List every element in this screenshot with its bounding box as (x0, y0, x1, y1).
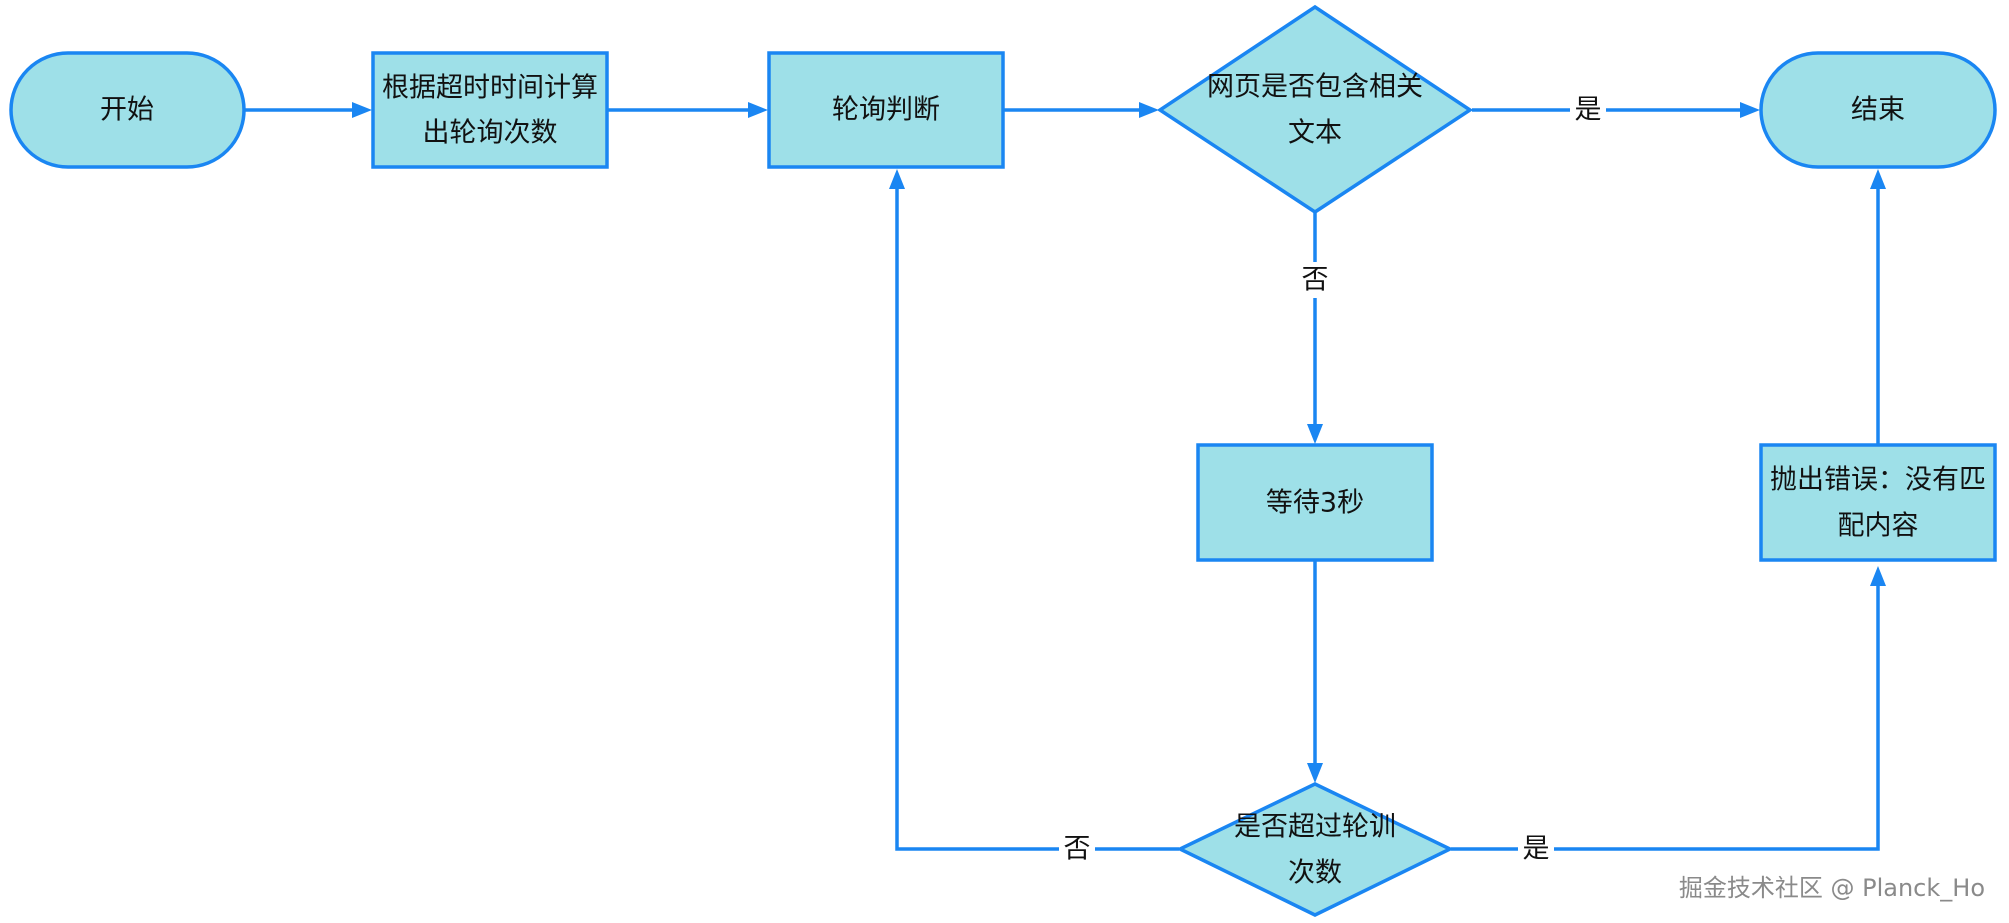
node-start-label: 开始 (100, 95, 154, 126)
label-bg-no-2 (1059, 831, 1095, 867)
label-bg-yes-2 (1518, 831, 1554, 867)
node-wait-label: 等待3秒 (1266, 488, 1364, 519)
arrowhead-check-text (1139, 102, 1159, 118)
node-wait-shape (1196, 443, 1434, 562)
arrowhead-poll (748, 102, 768, 118)
arrowhead-error (1870, 566, 1886, 586)
edge-check-count-to-poll (895, 186, 1179, 851)
arrowhead-poll-return (889, 169, 905, 189)
node-end-label: 结束 (1851, 95, 1905, 126)
node-start-shape (9, 51, 246, 169)
node-check-count-label-line2: 次数 (1288, 858, 1342, 889)
edge-label-check-count-no: 否 (1064, 834, 1091, 865)
node-wait: 等待3秒 (1196, 443, 1434, 562)
watermark: 掘金技术社区 @ Planck_Ho (1678, 874, 1985, 902)
edge-label-check-text-yes: 是 (1575, 95, 1602, 126)
arrowhead-calc (352, 102, 372, 118)
node-check-count: 是否超过轮训 次数 (1175, 782, 1455, 917)
node-error-label-line2: 配内容 (1838, 511, 1919, 542)
node-check-text-shape (1156, 4, 1474, 215)
node-check-text-label-line1: 网页是否包含相关 (1207, 72, 1423, 103)
edge-label-check-count-yes: 是 (1523, 834, 1550, 865)
node-poll-label: 轮询判断 (832, 95, 940, 126)
node-check-count-label-line1: 是否超过轮训 (1234, 812, 1396, 843)
node-check-text: 网页是否包含相关 文本 (1156, 4, 1474, 215)
node-error-shape (1759, 443, 1997, 562)
node-calc-label-line1: 根据超时时间计算 (382, 73, 598, 104)
arrowhead-wait (1307, 424, 1323, 444)
node-check-text-label-line2: 文本 (1288, 118, 1342, 149)
arrowhead-end (1740, 102, 1760, 118)
node-start: 开始 (9, 51, 246, 169)
node-poll: 轮询判断 (767, 51, 1005, 169)
node-calc: 根据超时时间计算 出轮询次数 (371, 51, 609, 169)
arrowhead-check-count (1307, 763, 1323, 783)
label-bg-no-1 (1297, 262, 1333, 298)
label-bg-yes-1 (1570, 92, 1606, 128)
node-end: 结束 (1759, 51, 1997, 169)
edge-label-check-text-no: 否 (1302, 265, 1329, 296)
arrowhead-end-from-error (1870, 169, 1886, 189)
node-calc-label-line2: 出轮询次数 (423, 118, 558, 149)
edge-check-count-to-error (1451, 584, 1880, 851)
node-error-label-line1: 抛出错误：没有匹 (1770, 465, 1986, 496)
node-end-shape (1759, 51, 1997, 169)
node-check-count-shape (1175, 782, 1455, 917)
node-error: 抛出错误：没有匹 配内容 (1759, 443, 1997, 562)
node-calc-shape (371, 51, 609, 169)
node-poll-shape (767, 51, 1005, 169)
